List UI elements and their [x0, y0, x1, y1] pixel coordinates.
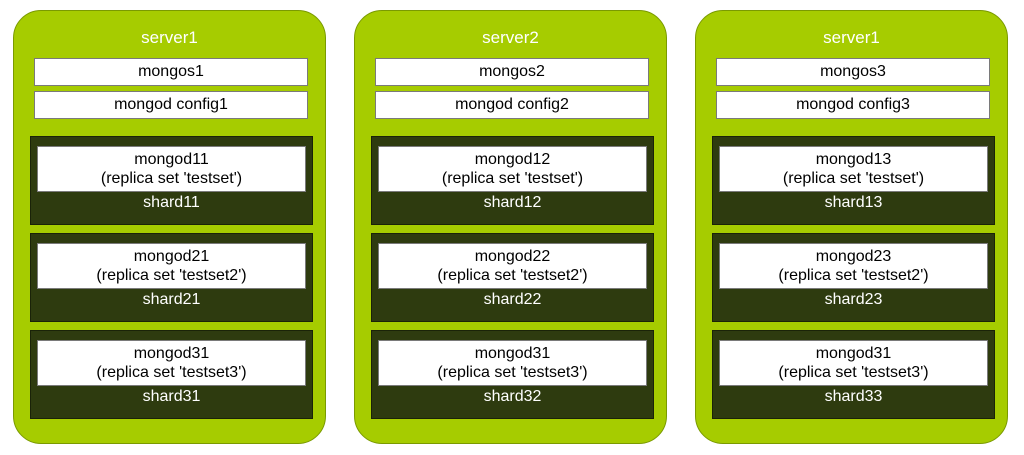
- server-title: server1: [823, 28, 880, 47]
- config-box: mongod config2: [375, 91, 649, 119]
- shard-label: shard12: [483, 194, 542, 211]
- shard-block: mongod12 (replica set 'testset') shard12: [371, 136, 654, 225]
- shard-label: shard31: [142, 388, 201, 405]
- replica-set-label: (replica set 'testset3'): [96, 364, 247, 381]
- mongod-name: mongod31: [474, 345, 551, 362]
- server-container: server1 mongos1 mongod config1 mongod11 …: [13, 10, 326, 444]
- shard-block: mongod13 (replica set 'testset') shard13: [712, 136, 995, 225]
- shard-label: shard22: [483, 291, 542, 308]
- mongod-box: mongod22 (replica set 'testset2'): [378, 243, 647, 289]
- mongos-box: mongos2: [375, 58, 649, 86]
- server-title: server2: [482, 28, 539, 47]
- mongod-box: mongod21 (replica set 'testset2'): [37, 243, 306, 289]
- server-container: server1 mongos3 mongod config3 mongod13 …: [695, 10, 1008, 444]
- config-box: mongod config3: [716, 91, 990, 119]
- mongod-name: mongod31: [815, 345, 892, 362]
- shard-label: shard11: [143, 194, 200, 211]
- mongod-name: mongod13: [815, 151, 892, 168]
- shard-block: mongod22 (replica set 'testset2') shard2…: [371, 233, 654, 322]
- mongod-box: mongod23 (replica set 'testset2'): [719, 243, 988, 289]
- replica-set-label: (replica set 'testset'): [100, 170, 243, 187]
- shard-block: mongod21 (replica set 'testset2') shard2…: [30, 233, 313, 322]
- shard-label: shard32: [483, 388, 542, 405]
- mongos-box: mongos1: [34, 58, 308, 86]
- shard-label: shard23: [824, 291, 883, 308]
- replica-set-label: (replica set 'testset'): [782, 170, 925, 187]
- replica-set-label: (replica set 'testset'): [441, 170, 584, 187]
- shard-block: mongod11 (replica set 'testset') shard11: [30, 136, 313, 225]
- replica-set-label: (replica set 'testset3'): [778, 364, 929, 381]
- mongod-box: mongod31 (replica set 'testset3'): [719, 340, 988, 386]
- mongod-box: mongod31 (replica set 'testset3'): [37, 340, 306, 386]
- shard-block: mongod23 (replica set 'testset2') shard2…: [712, 233, 995, 322]
- mongos-box: mongos3: [716, 58, 990, 86]
- mongod-box: mongod31 (replica set 'testset3'): [378, 340, 647, 386]
- shard-label: shard21: [142, 291, 201, 308]
- replica-set-label: (replica set 'testset2'): [96, 267, 247, 284]
- mongod-name: mongod21: [133, 248, 210, 265]
- mongod-box: mongod13 (replica set 'testset'): [719, 146, 988, 192]
- config-box: mongod config1: [34, 91, 308, 119]
- mongod-name: mongod11: [134, 151, 209, 168]
- replica-set-label: (replica set 'testset2'): [437, 267, 588, 284]
- mongod-name: mongod31: [133, 345, 210, 362]
- mongod-name: mongod23: [815, 248, 892, 265]
- server-title: server1: [141, 28, 198, 47]
- shard-block: mongod31 (replica set 'testset3') shard3…: [712, 330, 995, 419]
- replica-set-label: (replica set 'testset3'): [437, 364, 588, 381]
- mongod-name: mongod22: [474, 248, 551, 265]
- shard-block: mongod31 (replica set 'testset3') shard3…: [371, 330, 654, 419]
- replica-set-label: (replica set 'testset2'): [778, 267, 929, 284]
- mongod-box: mongod12 (replica set 'testset'): [378, 146, 647, 192]
- shard-label: shard33: [824, 388, 883, 405]
- shard-label: shard13: [824, 194, 883, 211]
- shard-block: mongod31 (replica set 'testset3') shard3…: [30, 330, 313, 419]
- mongod-box: mongod11 (replica set 'testset'): [37, 146, 306, 192]
- mongod-name: mongod12: [474, 151, 551, 168]
- server-container: server2 mongos2 mongod config2 mongod12 …: [354, 10, 667, 444]
